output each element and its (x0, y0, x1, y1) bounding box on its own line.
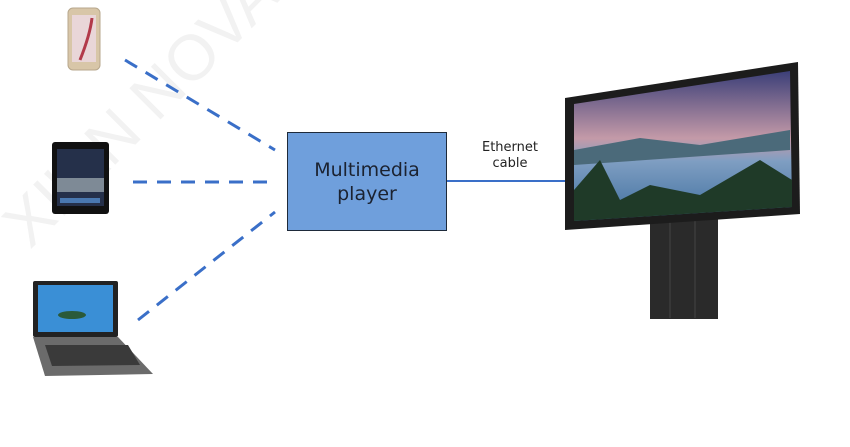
cable-label-line2: cable (492, 156, 528, 171)
led-display-icon (565, 62, 800, 319)
laptop-icon (33, 281, 153, 376)
wireless-link-phone (124, 58, 276, 152)
ethernet-cable-label: Ethernet cable (470, 140, 550, 172)
wireless-link-laptop (137, 210, 276, 322)
player-label-line2: player (337, 182, 397, 205)
player-label-line1: Multimedia (314, 158, 420, 181)
smartphone-icon (67, 7, 101, 71)
tablet-icon (52, 142, 109, 214)
cable-label-line1: Ethernet (482, 140, 538, 155)
